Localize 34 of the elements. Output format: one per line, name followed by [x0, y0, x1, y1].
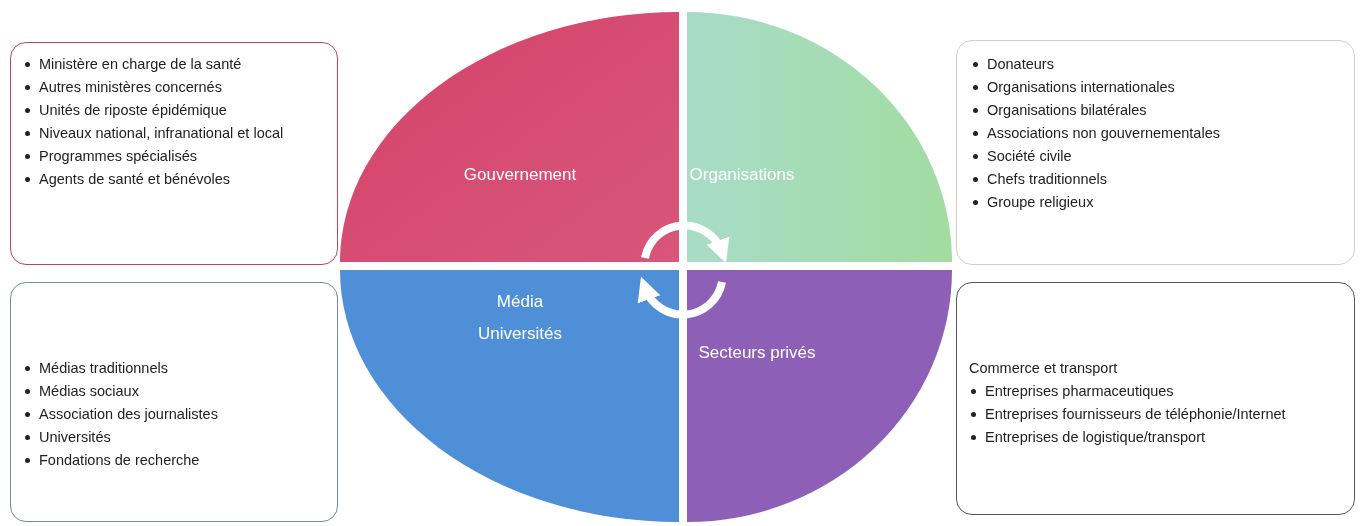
list-card — [956, 282, 1355, 515]
list-item: Chefs traditionnels — [987, 170, 1108, 189]
quadrant-label: Média Universités — [476, 291, 564, 345]
list-item: Organisations bilatérales — [987, 101, 1147, 120]
list-card — [956, 40, 1355, 265]
quadrant-label: Gouvernement — [462, 164, 578, 186]
quadrant-shape — [340, 270, 679, 522]
list-item: Organisations internationales — [987, 78, 1175, 97]
list-item: Universités — [39, 428, 111, 447]
list-item: Médias traditionnels — [39, 359, 168, 378]
list-item: Association des journalistes — [39, 405, 218, 424]
list-item: Commerce et transport — [969, 359, 1118, 378]
list-card — [10, 282, 338, 522]
cycle-arrow — [641, 221, 729, 264]
list-item: Fondations de recherche — [39, 451, 200, 470]
list-item: Société civile — [987, 147, 1072, 166]
list-item: Médias sociaux — [39, 382, 139, 401]
list-item: Groupe religieux — [987, 193, 1094, 212]
list-item: Donateurs — [987, 55, 1054, 74]
quadrant-label: Organisations — [688, 164, 796, 186]
list-item: Niveaux national, infranational et local — [39, 124, 284, 143]
list-item: Autres ministères concernés — [39, 78, 222, 97]
list-item: Programmes spécialisés — [39, 147, 197, 166]
list-item: Ministère en charge de la santé — [39, 55, 242, 74]
list-item: Unités de riposte épidémique — [39, 101, 227, 120]
quadrant-shape — [340, 12, 679, 262]
list-item: Entreprises pharmaceutiques — [985, 382, 1174, 401]
list-item: Agents de santé et bénévoles — [39, 170, 231, 189]
list-card — [10, 42, 338, 265]
list-item: Associations non gouvernementales — [987, 124, 1220, 143]
cycle-arrow — [638, 276, 726, 319]
list-item: Entreprises de logistique/transport — [985, 428, 1206, 447]
list-item: Entreprises fournisseurs de téléphonie/Internet — [985, 405, 1286, 424]
quadrant-label: Secteurs privés — [697, 342, 817, 364]
